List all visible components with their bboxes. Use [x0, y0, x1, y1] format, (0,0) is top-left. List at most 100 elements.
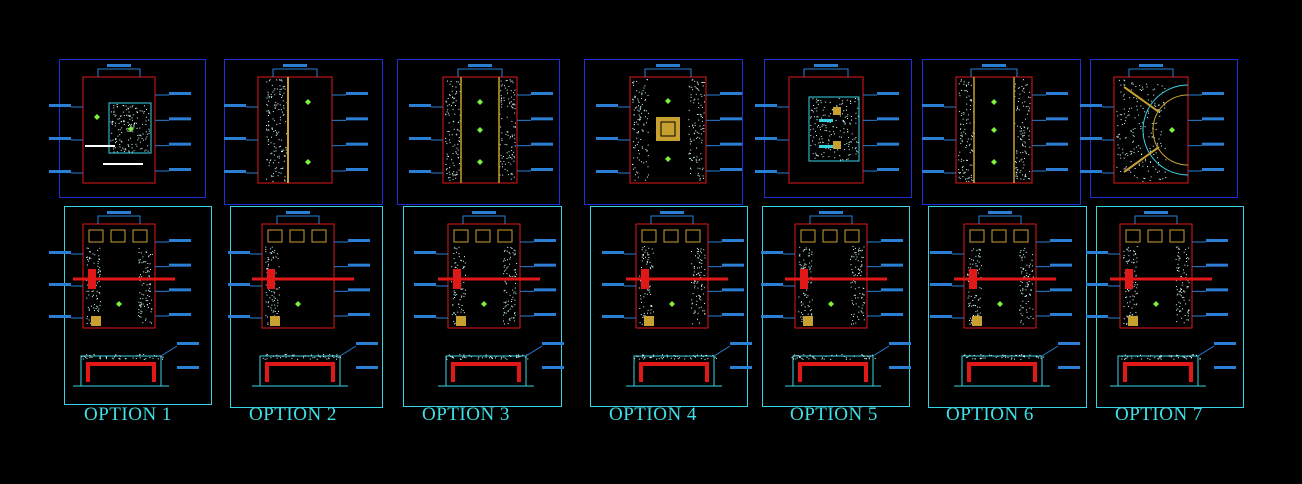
- floor-plan-5-hatch: [852, 271, 853, 273]
- floor-plan-3-hatch: [512, 306, 514, 308]
- floor-plan-6-hatch: [1022, 293, 1024, 295]
- floor-plan-6-hatch: [1021, 292, 1022, 294]
- ceiling-plan-7-hatch: [1123, 94, 1125, 96]
- ceiling-plan-7-hatch: [1120, 157, 1122, 159]
- ceiling-plan-6-hatch: [1022, 174, 1023, 176]
- ceiling-plan-3-tag: [531, 117, 553, 121]
- ceiling-plan-3-hatch: [513, 160, 515, 162]
- section-5-hatch: [849, 358, 851, 360]
- section-2-hatch: [266, 358, 268, 360]
- floor-plan-6-furniture: [969, 229, 985, 243]
- floor-plan-7-hatch: [1187, 311, 1189, 313]
- ceiling-plan-6-hatch: [959, 95, 961, 97]
- ceiling-plan-1-hatch: [116, 141, 118, 143]
- floor-plan-5-hatch: [809, 255, 810, 257]
- section-2-hatch: [317, 354, 319, 356]
- ceiling-plan-3-hatch: [451, 172, 453, 174]
- floor-plan-4-hatch: [700, 250, 701, 252]
- ceiling-plan-3-hatch: [513, 134, 515, 136]
- floor-plan-3-hatch: [514, 291, 516, 293]
- ceiling-plan-4-hatch: [639, 119, 641, 121]
- ceiling-plan-6-hatch: [1021, 86, 1023, 87]
- section-3-hatch: [463, 355, 465, 357]
- ceiling-plan-4-hatch: [700, 94, 702, 96]
- ceiling-plan-7-hatch: [1117, 144, 1119, 146]
- ceiling-plan-1-hatch: [145, 116, 147, 118]
- floor-plan-7-hatch: [1135, 293, 1137, 295]
- ceiling-plan-1-trim: [103, 163, 143, 165]
- floor-plan-3-tag: [534, 288, 556, 292]
- ceiling-plan-1-hatch: [113, 110, 115, 112]
- section-1-hatch: [105, 356, 107, 358]
- ceiling-plan-3-hatch: [452, 108, 454, 110]
- floor-plan-5-hatch: [802, 316, 804, 318]
- ceiling-plan-6-hatch: [1016, 169, 1018, 171]
- section-2-leader: [339, 345, 357, 357]
- floor-plan-3-hatch: [454, 292, 456, 294]
- ceiling-plan-7-hatch: [1157, 171, 1159, 173]
- ceiling-plan-7-hatch: [1117, 125, 1119, 127]
- ceiling-plan-6-hatch: [1022, 88, 1024, 90]
- floor-plan-7-hatch: [1177, 255, 1179, 257]
- ceiling-plan-6-hatch: [1016, 152, 1018, 154]
- ceiling-plan-3-hatch: [449, 94, 451, 96]
- floor-plan-1-hatch: [141, 262, 143, 264]
- section-3-drop: [517, 362, 521, 382]
- ceiling-plan-5-hatch: [855, 147, 857, 148]
- floor-plan-1-hatch: [87, 247, 89, 249]
- floor-plan-5-hatch: [801, 301, 802, 303]
- ceiling-plan-3-hatch: [447, 105, 449, 107]
- section-3-hatch: [491, 358, 493, 359]
- floor-plan-6-hatch: [1025, 295, 1027, 296]
- ceiling-plan-1-hatch: [114, 125, 116, 127]
- ceiling-plan-2-hatch: [280, 168, 282, 170]
- ceiling-plan-1-hatch: [131, 143, 133, 145]
- ceiling-plan-5-hatch: [813, 105, 814, 106]
- ceiling-plan-6-hatch: [1024, 175, 1026, 177]
- section-3-hatch: [519, 356, 521, 357]
- floor-plan-4-hatch: [693, 266, 695, 268]
- floor-plan-1-hatch: [148, 271, 150, 273]
- section-5-hatch: [822, 357, 823, 359]
- floor-plan-7-hatch: [1188, 286, 1190, 288]
- ceiling-plan-6-hatch: [1029, 97, 1031, 99]
- floor-plan-3-hatch: [464, 256, 465, 258]
- floor-plan-7-furniture: [1147, 229, 1163, 243]
- ceiling-plan-4-hatch: [637, 132, 639, 134]
- floor-plan-6-hatch: [1021, 256, 1023, 258]
- floor-plan-6-hatch: [1020, 313, 1022, 315]
- ceiling-plan-5-hatch: [822, 141, 824, 143]
- floor-plan-5-hatch: [854, 252, 856, 254]
- ceiling-plan-4-hatch: [688, 158, 690, 160]
- floor-plan-7-hatch: [1179, 310, 1181, 312]
- ceiling-plan-2-hatch: [273, 89, 275, 91]
- ceiling-plan-3-hatch: [449, 179, 451, 181]
- floor-plan-1-hatch: [86, 264, 88, 266]
- floor-plan-1-hatch: [100, 301, 101, 303]
- ceiling-plan-5-hatch: [817, 103, 819, 105]
- ceiling-plan-3-hatch: [501, 138, 503, 140]
- ceiling-plan-1-hatch: [111, 132, 113, 134]
- ceiling-plan-1-hatch: [127, 144, 129, 146]
- floor-plan-2-outline: [261, 223, 335, 329]
- ceiling-plan-4-hatch: [703, 112, 705, 114]
- floor-plan-3-furniture: [475, 229, 491, 243]
- floor-plan-6-hatch: [977, 310, 978, 312]
- floor-plan-3-hatch: [509, 253, 511, 255]
- ceiling-plan-4-hatch: [635, 121, 637, 123]
- section-5-hatch: [868, 357, 870, 359]
- section-4-hatch: [712, 355, 714, 357]
- ceiling-plan-6-hatch: [1022, 167, 1024, 169]
- floor-plan-4-hatch: [642, 317, 644, 318]
- ceiling-plan-2-hatch: [284, 179, 286, 181]
- section-5-hatch: [793, 355, 795, 357]
- ceiling-plan-7-hatch: [1119, 114, 1121, 116]
- ceiling-plan-4-hatch: [644, 99, 646, 101]
- ceiling-plan-1-hatch: [128, 151, 130, 153]
- ceiling-plan-7-hatch: [1144, 111, 1146, 113]
- floor-plan-5-hatch: [858, 253, 860, 255]
- floor-plan-5-hatch: [803, 264, 805, 266]
- ceiling-plan-5-hatch: [847, 118, 848, 119]
- floor-plan-3-hatch: [514, 304, 516, 306]
- ceiling-plan-6-hatch: [965, 169, 967, 171]
